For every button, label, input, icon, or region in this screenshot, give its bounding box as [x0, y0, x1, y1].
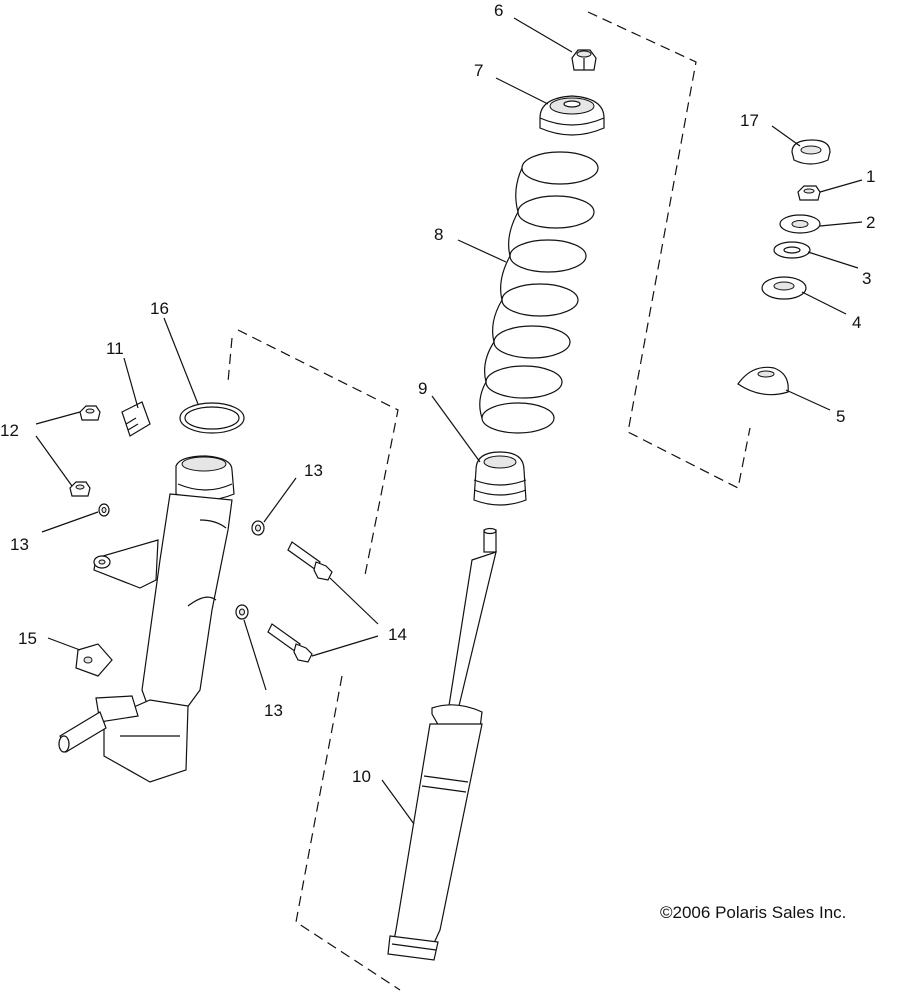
assembly-boundary-upper [587, 11, 751, 489]
callout-17: 17 [740, 111, 759, 130]
callout-6: 6 [494, 1, 503, 20]
callout-10: 10 [352, 767, 371, 786]
callout-12: 12 [0, 421, 19, 440]
callout-8: 8 [434, 225, 443, 244]
callout-4: 4 [852, 313, 861, 332]
washer-part-13-upper [251, 520, 265, 536]
assembly-boundary-bottom [295, 675, 401, 991]
callout-16: 16 [150, 299, 169, 318]
dust-cover-part-5 [737, 366, 789, 396]
assembly-boundary-lower-2 [227, 337, 233, 383]
washer-part-3 [773, 241, 811, 259]
nut-part-12-upper [79, 405, 101, 421]
coil-spring-part-8 [479, 151, 599, 434]
washer-part-13-lower [235, 604, 249, 620]
knuckle-assembly-part-15 [58, 455, 235, 783]
shock-absorber-part-10 [387, 527, 497, 961]
nut-part-12-lower [69, 481, 91, 497]
callout-2: 2 [866, 213, 875, 232]
callout-7: 7 [474, 61, 483, 80]
callout-13-left: 13 [10, 535, 29, 554]
callout-5: 5 [836, 407, 845, 426]
callout-1: 1 [866, 167, 875, 186]
copyright-notice: ©2006 Polaris Sales Inc. [660, 903, 846, 922]
callout-11: 11 [106, 339, 124, 358]
nut-part-1 [797, 185, 821, 201]
callout-9: 9 [418, 379, 427, 398]
callout-13-upper: 13 [304, 461, 323, 480]
cap-part-17 [791, 139, 831, 165]
washer-part-2 [779, 214, 821, 234]
leader-lines [35, 17, 863, 825]
callout-13-lower: 13 [264, 701, 283, 720]
spring-seat-part-7 [539, 95, 605, 136]
bolt-part-14-upper [287, 541, 333, 581]
bushing-part-4 [761, 276, 807, 300]
bolt-part-14-lower [267, 623, 313, 663]
callout-15: 15 [18, 629, 37, 648]
callout-14: 14 [388, 625, 407, 644]
nut-part-6 [571, 49, 597, 71]
callout-3: 3 [862, 269, 871, 288]
assembly-boundary-lower [237, 329, 399, 576]
washer-part-13-left [98, 503, 110, 517]
bump-stop-part-9 [473, 451, 527, 506]
clip-part-11 [121, 401, 151, 437]
o-ring-part-16 [179, 402, 245, 434]
